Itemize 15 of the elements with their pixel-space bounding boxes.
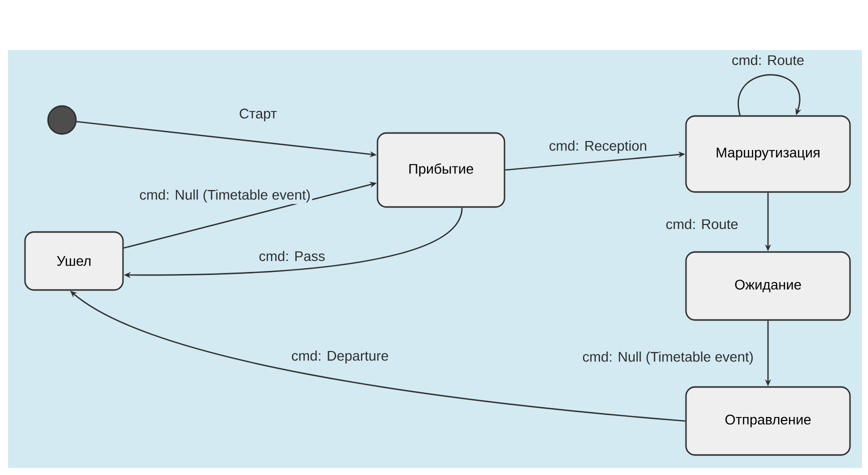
state-box: Отправление [685,386,851,456]
arrow [738,74,802,116]
edge-label: cmd: Departure [290,349,390,365]
state-box: Прибытие [376,132,506,208]
state-box: Маршрутизация [685,115,851,193]
state-box: Ушел [24,231,124,291]
edge-label: cmd: Null (Timetable event) [580,350,756,366]
edge-label: cmd: Pass [257,249,327,263]
edge-label: cmd: Reception [547,139,649,155]
state-box: Ожидание [685,251,851,321]
start-circle [47,105,77,135]
edge-label: Старт [238,107,278,123]
edge-label: cmd: Route [730,53,806,67]
edge-label: cmd: Null (Timetable event) [138,188,312,204]
edge-label: cmd: Route [664,217,740,231]
